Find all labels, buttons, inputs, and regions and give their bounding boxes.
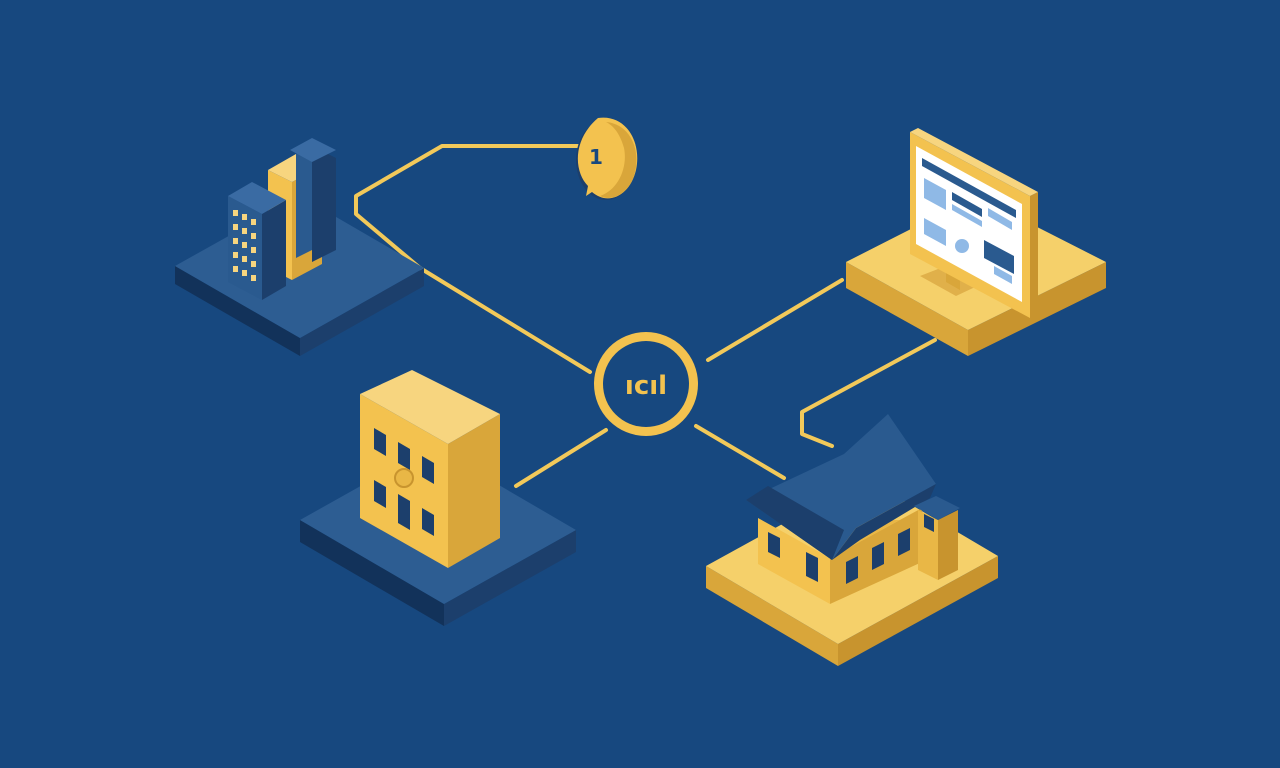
house-windows [768, 528, 910, 584]
connector-lines [354, 144, 937, 488]
apartment-emblem [394, 468, 414, 488]
apartment-windows [374, 428, 434, 536]
connector-hub-to-house [694, 424, 786, 480]
chat-bubble-icon [576, 117, 638, 200]
central-hub[interactable]: ıcıl [594, 332, 698, 436]
screen-content [922, 158, 1016, 284]
connector-monitor-to-house [800, 338, 937, 448]
house-node [706, 414, 998, 666]
notification-count: 1 [589, 145, 603, 169]
apartment-block-node [300, 370, 576, 626]
office-towers-node [175, 138, 424, 356]
hub-label: ıcıl [625, 371, 667, 401]
signal-icon: ıcıl [625, 371, 667, 401]
house-icon [746, 414, 960, 604]
monitor-icon [910, 128, 1038, 318]
connector-hub-to-apartment [514, 428, 608, 488]
apartment-building-icon [360, 370, 500, 568]
office-windows [233, 210, 256, 281]
office-building-icon [228, 138, 336, 300]
connector-office-to-hub [354, 144, 592, 374]
computer-monitor-node [846, 128, 1106, 356]
connector-hub-to-monitor [706, 278, 844, 362]
notification-bubble[interactable]: 1 [576, 117, 638, 200]
